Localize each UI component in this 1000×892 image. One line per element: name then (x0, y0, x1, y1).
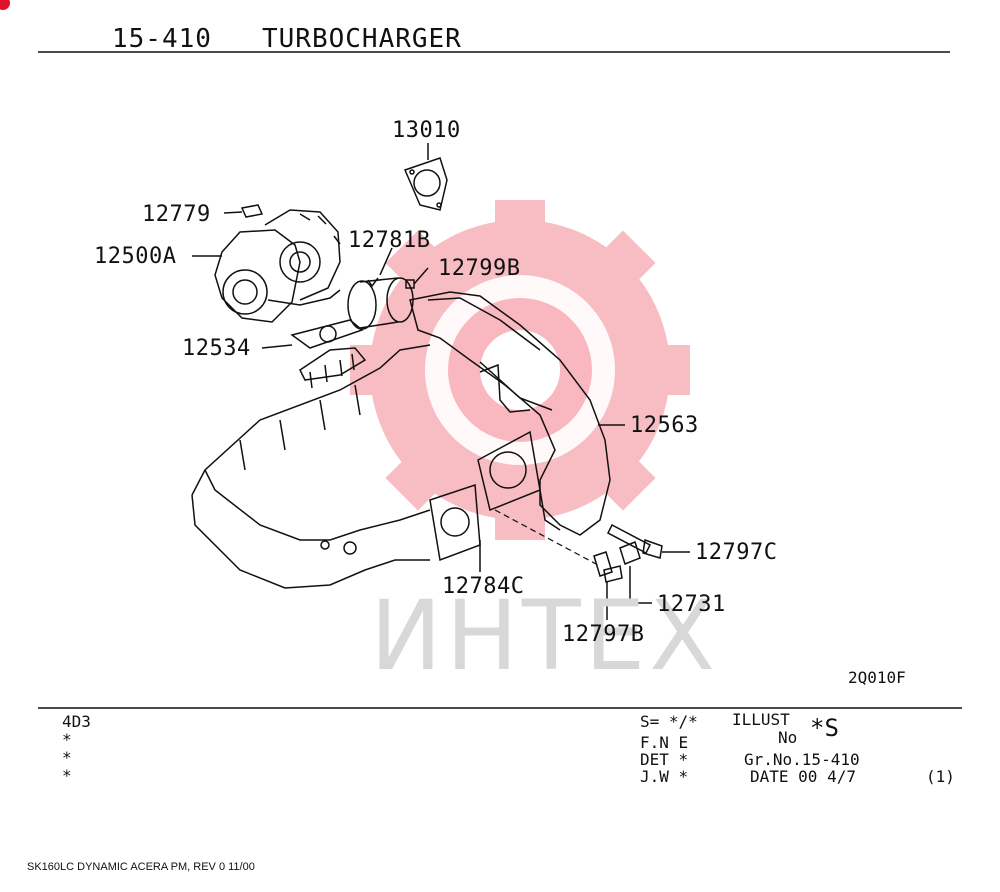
part-label-12799B: 12799B (438, 256, 521, 281)
footer-text: SK160LC DYNAMIC ACERA PM, REV 0 11/00 (27, 861, 255, 873)
watermark-text: ИНТЕХ (370, 580, 720, 692)
left-row-2: * (62, 730, 72, 749)
illust-label: ILLUST (732, 710, 790, 729)
group-code: 15-410 (112, 24, 212, 54)
illust-value: *S (810, 714, 839, 742)
bolt-12797B (593, 551, 623, 583)
diagram-code: 2Q010F (848, 668, 906, 687)
stud-12731 (619, 541, 641, 565)
part-label-13010: 13010 (392, 118, 461, 143)
part-label-12534: 12534 (182, 336, 251, 361)
part-label-12779: 12779 (142, 202, 211, 227)
left-row-3: * (62, 748, 72, 767)
jw-label: J.W * (640, 767, 689, 786)
det-label: DET * (640, 750, 689, 769)
part-label-12797C: 12797C (695, 540, 778, 565)
part-label-12500A: 12500A (94, 244, 177, 269)
illust-no-label: No (778, 728, 798, 747)
part-label-12781B: 12781B (348, 228, 431, 253)
clip-12779 (240, 204, 264, 218)
date-label: DATE 00 4/7 (750, 767, 856, 786)
page-number: (1) (926, 767, 955, 786)
part-label-12731: 12731 (657, 592, 726, 617)
corner-badge (0, 0, 10, 10)
engine-block (191, 344, 431, 589)
part-label-12784C: 12784C (442, 574, 525, 599)
bolt-12797C (607, 523, 663, 559)
group-number: Gr.No.15-410 (744, 750, 860, 769)
turbocharger-12500A (214, 209, 341, 323)
part-label-12563: 12563 (630, 413, 699, 438)
part-label-12797B: 12797B (562, 622, 645, 647)
left-row-4: * (62, 766, 72, 785)
s-label: S= */* (640, 712, 698, 731)
watermark-gear-icon (350, 200, 690, 540)
group-name: TURBOCHARGER (262, 24, 462, 54)
pipe-12563 (409, 291, 611, 536)
fne-label: F.N E (640, 733, 689, 752)
model-code: 4D3 (62, 712, 91, 731)
gasket-12534 (290, 319, 364, 349)
gasket-13010 (403, 157, 448, 211)
